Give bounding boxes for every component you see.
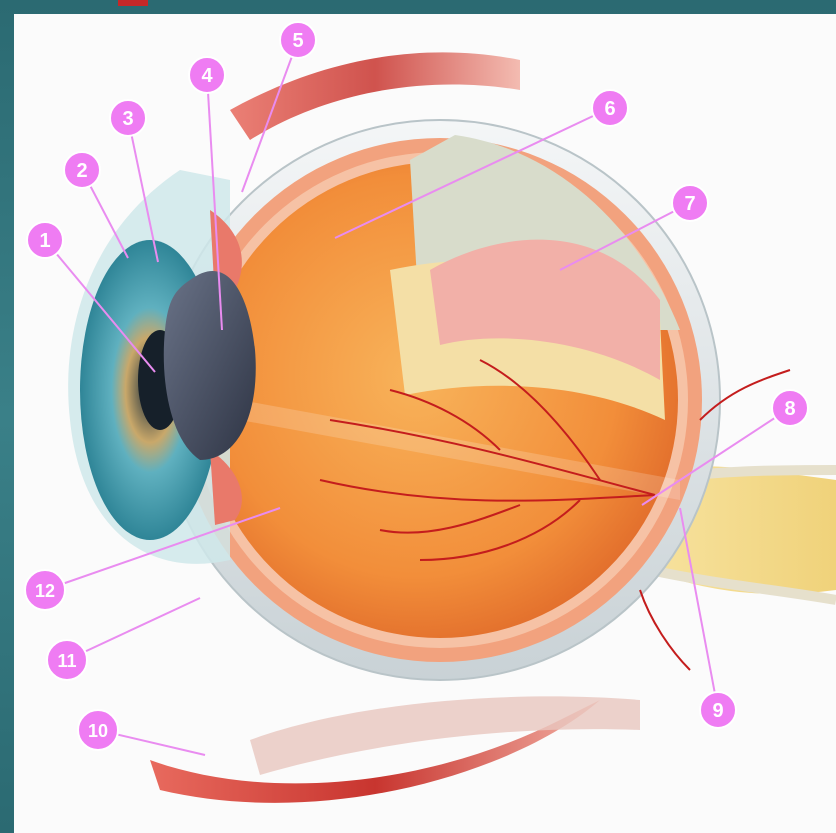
marker-9[interactable]: 9 [700, 692, 736, 728]
marker-4[interactable]: 4 [189, 57, 225, 93]
marker-7-label: 7 [684, 193, 695, 215]
marker-6[interactable]: 6 [592, 90, 628, 126]
marker-12[interactable]: 12 [25, 570, 65, 610]
marker-3-label: 3 [122, 108, 133, 130]
marker-11-label: 11 [57, 651, 76, 671]
marker-7[interactable]: 7 [672, 185, 708, 221]
marker-1[interactable]: 1 [27, 222, 63, 258]
marker-1-label: 1 [39, 230, 50, 252]
marker-6-label: 6 [604, 98, 615, 120]
marker-11[interactable]: 11 [47, 640, 87, 680]
marker-9-label: 9 [712, 700, 723, 722]
marker-3[interactable]: 3 [110, 100, 146, 136]
marker-8-label: 8 [784, 398, 795, 420]
marker-5-label: 5 [292, 30, 303, 52]
marker-8[interactable]: 8 [772, 390, 808, 426]
marker-2-label: 2 [76, 160, 87, 182]
cutaway-wall [390, 135, 680, 420]
marker-10[interactable]: 10 [78, 710, 118, 750]
marker-2[interactable]: 2 [64, 152, 100, 188]
marker-12-label: 12 [35, 581, 55, 601]
marker-5[interactable]: 5 [280, 22, 316, 58]
marker-10-label: 10 [88, 721, 108, 741]
inferior-muscle-10 [150, 696, 640, 802]
marker-4-label: 4 [201, 65, 213, 87]
